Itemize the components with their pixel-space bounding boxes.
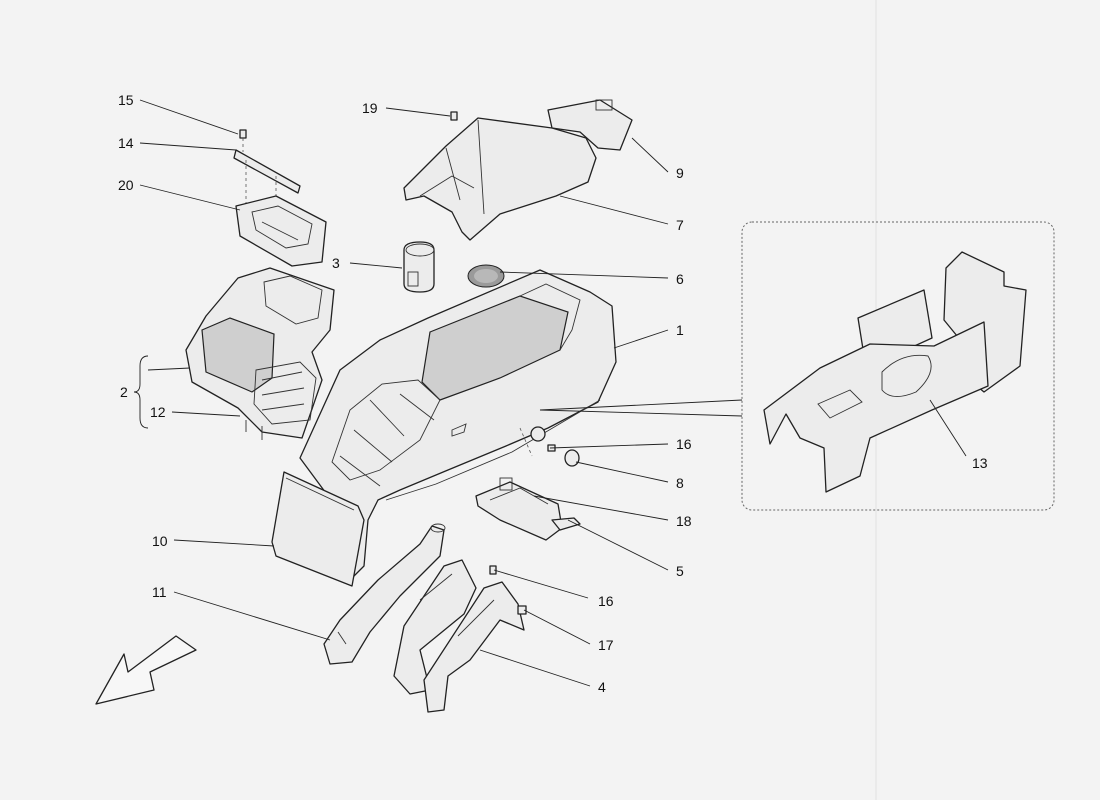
callout-3: 3 [332, 255, 340, 271]
part-20-bezel-frame [235, 195, 327, 267]
callout-12: 12 [150, 404, 166, 420]
inset-detail-frame [741, 221, 1055, 511]
callout-20: 20 [118, 177, 134, 193]
callout-15: 15 [118, 92, 134, 108]
part-6-pad [467, 264, 505, 288]
callout-7: 7 [676, 217, 684, 233]
callout-14: 14 [118, 135, 134, 151]
part-18-bracket [475, 477, 581, 541]
part-7-armrest-lid [403, 117, 597, 241]
callout-10: 10 [152, 533, 168, 549]
callout-2: 2 [120, 384, 128, 400]
front-direction-arrow-icon [95, 635, 197, 705]
callout-labels: 15 14 20 19 3 9 7 6 1 2 12 16 8 18 5 10 … [118, 92, 988, 695]
part-5-clip [551, 517, 581, 531]
callout-5: 5 [676, 563, 684, 579]
callout-17: 17 [598, 637, 614, 653]
part-10-front-panel [271, 471, 365, 587]
leader-lines [133, 99, 967, 687]
part-19-screw [450, 111, 458, 121]
part-4-support-frame [393, 559, 527, 713]
callout-16-upper: 16 [676, 436, 692, 452]
part-1-console-body [299, 269, 617, 579]
callout-6: 6 [676, 271, 684, 287]
callout-19: 19 [362, 100, 378, 116]
part-17-nut [517, 605, 527, 615]
part-2-front-console-module [185, 267, 335, 440]
part-13-insulation-pad [763, 251, 1027, 493]
callout-13: 13 [972, 455, 988, 471]
part-15-screw [239, 129, 247, 152]
part-11-air-duct [323, 523, 446, 665]
callout-4: 4 [598, 679, 606, 695]
callout-1: 1 [676, 322, 684, 338]
callout-16-lower: 16 [598, 593, 614, 609]
part-3-cup-holder [403, 241, 435, 293]
part-9-armrest-rear-cap [547, 99, 633, 151]
callout-8: 8 [676, 475, 684, 491]
part-16-screw-lower [489, 565, 497, 575]
callout-18: 18 [676, 513, 692, 529]
part-14-trim-strip [233, 149, 301, 205]
callout-11: 11 [152, 584, 167, 600]
callout-9: 9 [676, 165, 684, 181]
